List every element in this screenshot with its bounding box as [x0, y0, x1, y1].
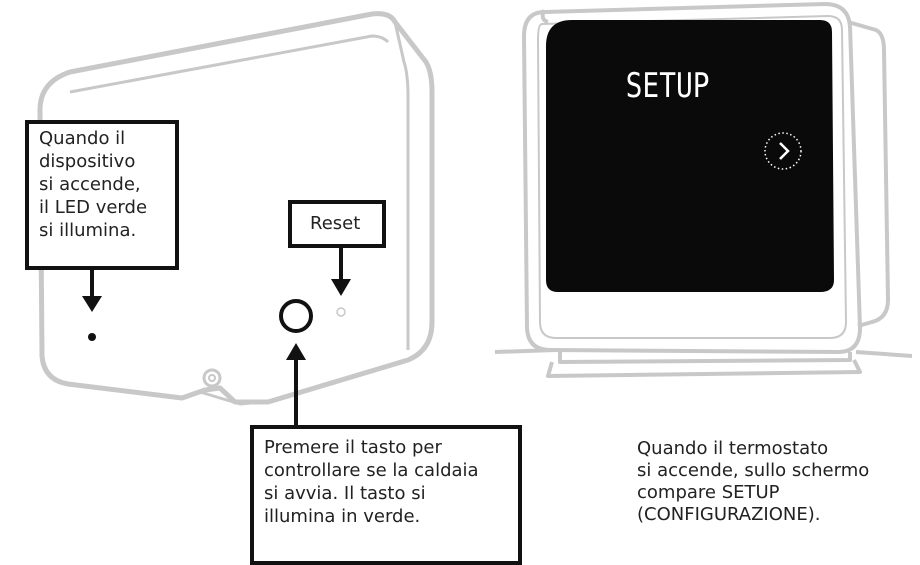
thermostat-device: [494, 2, 913, 378]
button-arrow: [286, 343, 306, 425]
receiver-latch-inner: [208, 374, 216, 382]
diagram-artwork: SETUP: [37, 2, 913, 425]
green-led: [88, 333, 96, 341]
receiver-device: [37, 11, 435, 406]
reset-callout: Reset: [288, 200, 386, 248]
led-callout-text: Quando il dispositivo si accende, il LED…: [39, 128, 148, 241]
thermostat-screen: [546, 20, 834, 292]
chevron-right-icon[interactable]: [764, 132, 802, 170]
reset-pinhole[interactable]: [336, 307, 346, 317]
led-callout: Quando il dispositivo si accende, il LED…: [25, 120, 179, 270]
setup-display: SETUP: [626, 66, 710, 105]
boiler-test-button[interactable]: [279, 299, 313, 333]
button-callout: Premere il tasto per controllare se la c…: [250, 425, 522, 565]
button-callout-text: Premere il tasto per controllare se la c…: [264, 437, 479, 527]
receiver-latch: [202, 368, 222, 388]
thermostat-caption: Quando il termostato si accende, sullo s…: [637, 438, 870, 525]
reset-arrow: [331, 248, 351, 296]
reset-callout-text: Reset: [310, 213, 361, 234]
led-arrow: [82, 270, 102, 312]
